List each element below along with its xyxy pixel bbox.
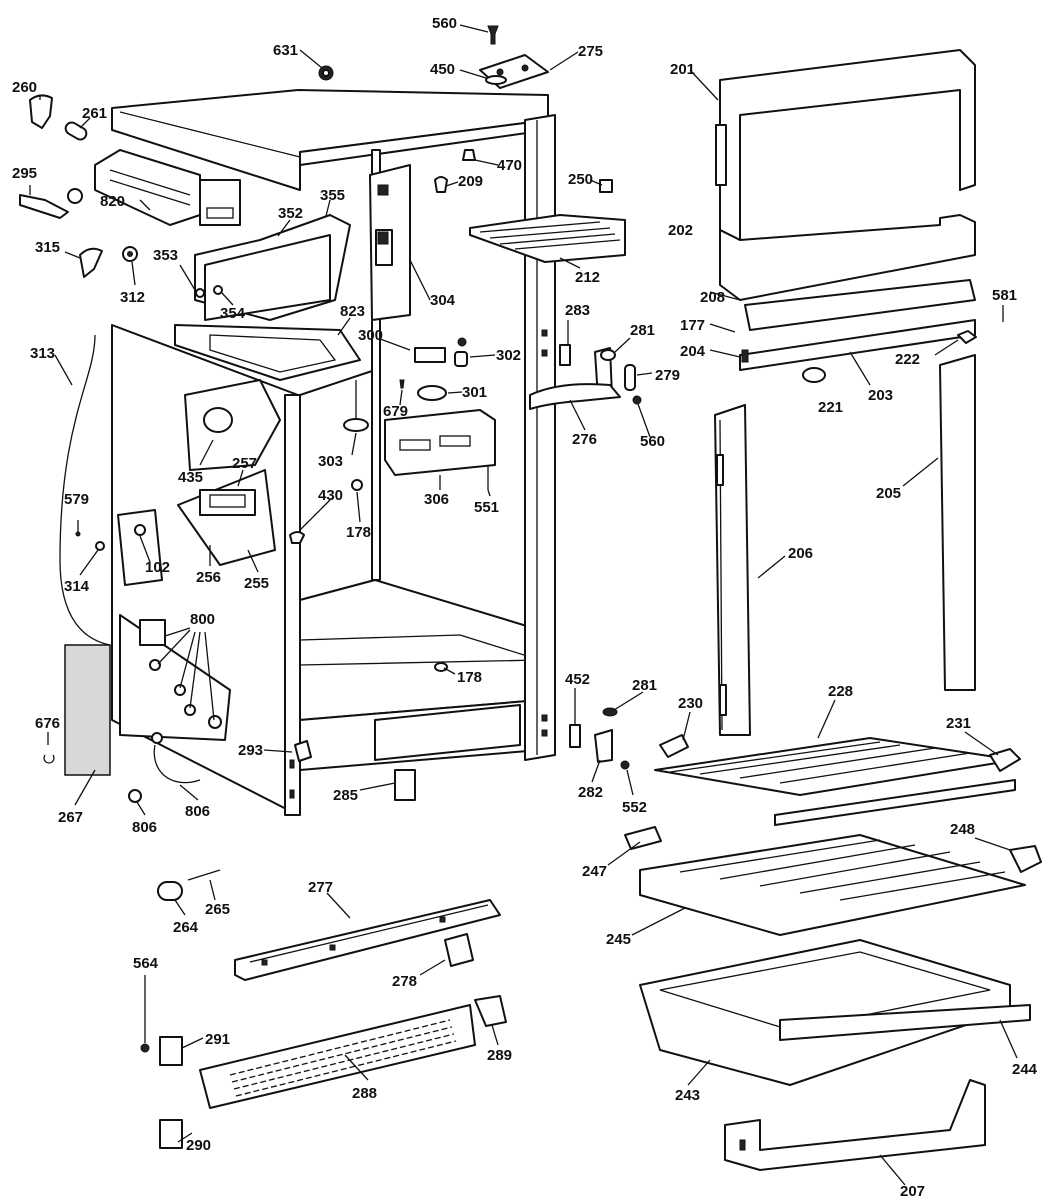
part-label: 302 (496, 347, 521, 364)
part-label: 581 (992, 287, 1017, 304)
part-label: 243 (675, 1087, 700, 1104)
part-label: 212 (575, 269, 600, 286)
part-label: 313 (30, 345, 55, 362)
part-label: 281 (632, 677, 657, 694)
part-label: 806 (185, 803, 210, 820)
part-label: 312 (120, 289, 145, 306)
part-label: 230 (678, 695, 703, 712)
part-label: 248 (950, 821, 975, 838)
freezer-compartment (19, 149, 361, 381)
part-label: 291 (205, 1031, 230, 1048)
part-label: 430 (318, 487, 343, 504)
part-label: 256 (196, 569, 221, 586)
part-label: 277 (308, 879, 333, 896)
part-label: 102 (145, 559, 170, 576)
part-label: 579 (64, 491, 89, 508)
part-label: 206 (788, 545, 813, 562)
part-label: 205 (876, 485, 901, 502)
hinge-parts (394, 344, 642, 801)
part-label: 222 (895, 351, 920, 368)
part-label: 244 (1012, 1061, 1038, 1078)
part-label: 290 (186, 1137, 211, 1154)
part-label: 204 (680, 343, 706, 360)
part-label: 288 (352, 1085, 377, 1102)
door-assembly (714, 49, 986, 1171)
part-labels: 560 631 450 275 201 260 261 470 209 250 … (12, 15, 1038, 1200)
freezer-shelf (469, 179, 626, 263)
part-label: 264 (173, 919, 199, 936)
part-label: 306 (424, 491, 449, 508)
part-label: 177 (680, 317, 705, 334)
part-label: 208 (700, 289, 725, 306)
part-label: 245 (606, 931, 631, 948)
part-label: 178 (457, 669, 482, 686)
part-label: 265 (205, 901, 230, 918)
part-label: 806 (132, 819, 157, 836)
part-label: 203 (868, 387, 893, 404)
part-label: 201 (670, 61, 695, 78)
part-label: 257 (232, 455, 257, 472)
part-label: 283 (565, 302, 590, 319)
part-label: 247 (582, 863, 607, 880)
part-label: 304 (430, 292, 456, 309)
part-label: 452 (565, 671, 590, 688)
part-label: 354 (220, 305, 246, 322)
part-label: 352 (278, 205, 303, 222)
part-label: 560 (640, 433, 665, 450)
part-label: 202 (668, 222, 693, 239)
part-label: 679 (383, 403, 408, 420)
part-label: 355 (320, 187, 345, 204)
part-label: 282 (578, 784, 603, 801)
part-label: 552 (622, 799, 647, 816)
part-label: 278 (392, 973, 417, 990)
part-label: 260 (12, 79, 37, 96)
part-label: 315 (35, 239, 60, 256)
part-label: 820 (100, 193, 125, 210)
part-label: 631 (273, 42, 298, 59)
part-label: 293 (238, 742, 263, 759)
part-label: 295 (12, 165, 37, 182)
part-label: 228 (828, 683, 853, 700)
part-label: 279 (655, 367, 680, 384)
top-hinge (462, 25, 549, 161)
part-label: 255 (244, 575, 269, 592)
part-label: 276 (572, 431, 597, 448)
part-label: 300 (358, 327, 383, 344)
part-label: 551 (474, 499, 499, 516)
part-label: 560 (432, 15, 457, 32)
part-label: 178 (346, 524, 371, 541)
part-label: 221 (818, 399, 843, 416)
part-label: 450 (430, 61, 455, 78)
leader-lines (29, 24, 1018, 1186)
part-label: 314 (64, 578, 90, 595)
part-label: 564 (133, 955, 159, 972)
part-label: 275 (578, 43, 603, 60)
part-label: 289 (487, 1047, 512, 1064)
part-label: 435 (178, 469, 203, 486)
part-label: 470 (497, 157, 522, 174)
part-label: 800 (190, 611, 215, 628)
left-wall-parts (43, 334, 448, 803)
top-left-small-parts (29, 65, 334, 298)
part-label: 261 (82, 105, 107, 122)
part-label: 823 (340, 303, 365, 320)
bottom-parts (140, 869, 507, 1149)
part-label: 250 (568, 171, 593, 188)
part-label: 207 (900, 1183, 925, 1200)
part-label: 267 (58, 809, 83, 826)
part-label: 676 (35, 715, 60, 732)
part-label: 285 (333, 787, 358, 804)
part-label: 301 (462, 384, 487, 401)
part-label: 209 (458, 173, 483, 190)
part-label: 353 (153, 247, 178, 264)
part-label: 231 (946, 715, 971, 732)
control-housing (343, 164, 496, 491)
part-label: 303 (318, 453, 343, 470)
crisper-assembly (624, 734, 1042, 1086)
part-label: 281 (630, 322, 655, 339)
